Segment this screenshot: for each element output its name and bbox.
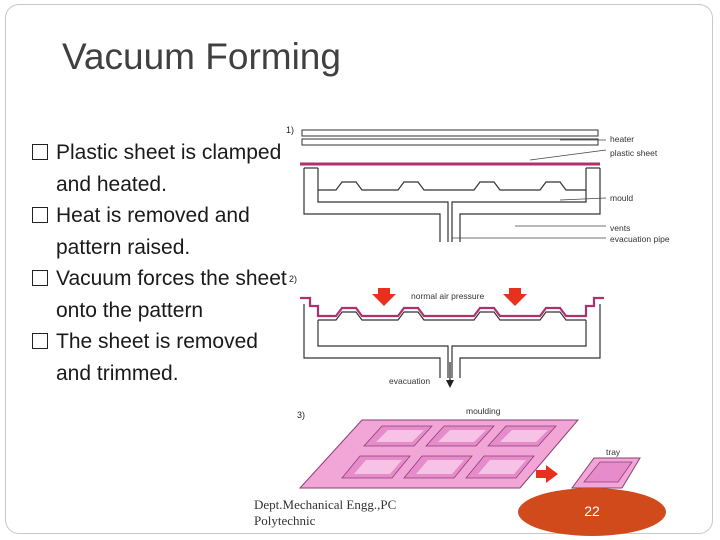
heater-shape <box>301 129 599 146</box>
step2-number: 2) <box>289 274 297 284</box>
normal-air-pressure-label: normal air pressure <box>411 291 484 301</box>
mould-step1 <box>303 167 601 242</box>
tray-shape <box>571 457 641 489</box>
bullet-item: The sheet is removed and trimmed. <box>32 326 294 389</box>
bullet-item: Plastic sheet is clamped and heated. <box>32 137 294 200</box>
tray-label: tray <box>606 447 621 457</box>
mould-label: mould <box>610 193 633 203</box>
bullet-list: Plastic sheet is clamped and heated. Hea… <box>32 137 294 389</box>
moulding-cavity-bases <box>354 430 548 474</box>
bullet-item: Vacuum forces the sheet onto the pattern <box>32 263 294 326</box>
bullet-text: Vacuum forces the sheet onto the pattern <box>56 267 287 322</box>
bullet-text: Plastic sheet is clamped and heated. <box>56 141 282 196</box>
bullet-box-icon <box>32 207 48 223</box>
moulding-sheet <box>298 419 580 489</box>
vents-label: vents <box>610 223 630 233</box>
heater-label: heater <box>610 134 634 144</box>
plastic-sheet-step2 <box>300 296 604 318</box>
leader-lines-step1 <box>452 139 607 239</box>
bullet-box-icon <box>32 270 48 286</box>
down-arrow-icon <box>503 288 527 306</box>
right-arrow-icon <box>536 465 558 483</box>
slide-title: Vacuum Forming <box>62 36 341 77</box>
evacuation-arrow-icon <box>446 362 454 388</box>
bullet-box-icon <box>32 333 48 349</box>
moulding-label: moulding <box>466 406 501 416</box>
mould-step2 <box>303 304 601 378</box>
plastic-sheet-label: plastic sheet <box>610 148 658 158</box>
down-arrow-icon <box>372 288 396 306</box>
slide-frame <box>5 4 713 534</box>
bullet-text: Heat is removed and pattern raised. <box>56 204 250 259</box>
air-pressure-arrows <box>372 288 527 306</box>
step3-number: 3) <box>297 410 305 420</box>
evacuation-pipe-label: evacuation pipe <box>610 234 670 244</box>
bullet-text: The sheet is removed and trimmed. <box>56 330 258 385</box>
evacuation-label: evacuation <box>389 376 430 386</box>
page-number-badge: 22 <box>518 488 666 536</box>
bullet-item: Heat is removed and pattern raised. <box>32 200 294 263</box>
bullet-box-icon <box>32 144 48 160</box>
footer-department: Dept.Mechanical Engg.,PC Polytechnic <box>254 497 397 528</box>
step1-number: 1) <box>286 125 294 135</box>
